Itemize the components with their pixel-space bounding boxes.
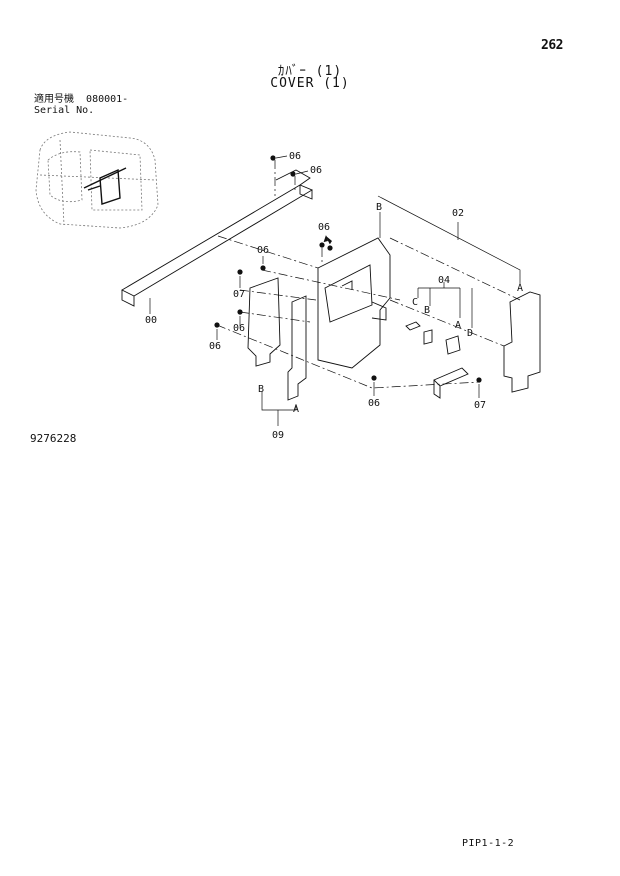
machine-thumbnail <box>35 131 159 229</box>
callout-06: 06 <box>257 245 269 256</box>
callout-06: 06 <box>368 398 380 409</box>
part-rail <box>121 169 313 307</box>
reference-letter-b: B <box>424 305 430 316</box>
leader-lines <box>149 155 521 426</box>
reference-letter-a: A <box>293 404 299 415</box>
callout-00: 00 <box>145 315 157 326</box>
callout-06: 06 <box>310 165 322 176</box>
page-title: COVER (1) <box>270 76 350 91</box>
part-bracket <box>317 237 391 369</box>
reference-letter-b: B <box>258 384 264 395</box>
page-code: PIP1-1-2 <box>462 838 515 849</box>
serial-info: 適用号機 080001- Serial No. <box>34 94 128 116</box>
machine-thumbnail-highlight <box>83 167 127 205</box>
part-small-brackets <box>405 321 469 399</box>
serial-number: 080001- <box>86 94 129 105</box>
reference-letter-b: B <box>376 202 382 213</box>
serial-label-japanese: 適用号機 <box>34 94 74 105</box>
serial-label: Serial No. <box>34 105 95 116</box>
reference-letter-a: A <box>455 320 461 331</box>
callout-02: 02 <box>452 208 464 219</box>
page-title-japanese: ｶﾊﾞｰ (1) <box>277 64 343 79</box>
callout-04: 04 <box>438 275 450 286</box>
part-panel-right <box>503 291 541 393</box>
callout-06: 06 <box>289 151 301 162</box>
callout-09: 09 <box>272 430 284 441</box>
reference-letter-c: C <box>412 297 418 308</box>
alignment-lines <box>216 160 521 389</box>
part-panel-left <box>247 277 281 367</box>
part-cover-strip <box>287 295 307 401</box>
reference-letter-a: A <box>517 283 523 294</box>
page-number: 262 <box>541 38 563 53</box>
callout-07: 07 <box>233 289 245 300</box>
reference-letter-d: D <box>467 328 473 339</box>
bolts <box>214 155 482 383</box>
callout-07: 07 <box>474 400 486 411</box>
callout-06: 06 <box>209 341 221 352</box>
arrowheads <box>324 236 332 244</box>
callout-06: 06 <box>318 222 330 233</box>
callout-06: 06 <box>233 323 245 334</box>
document-number: 9276228 <box>30 432 77 445</box>
